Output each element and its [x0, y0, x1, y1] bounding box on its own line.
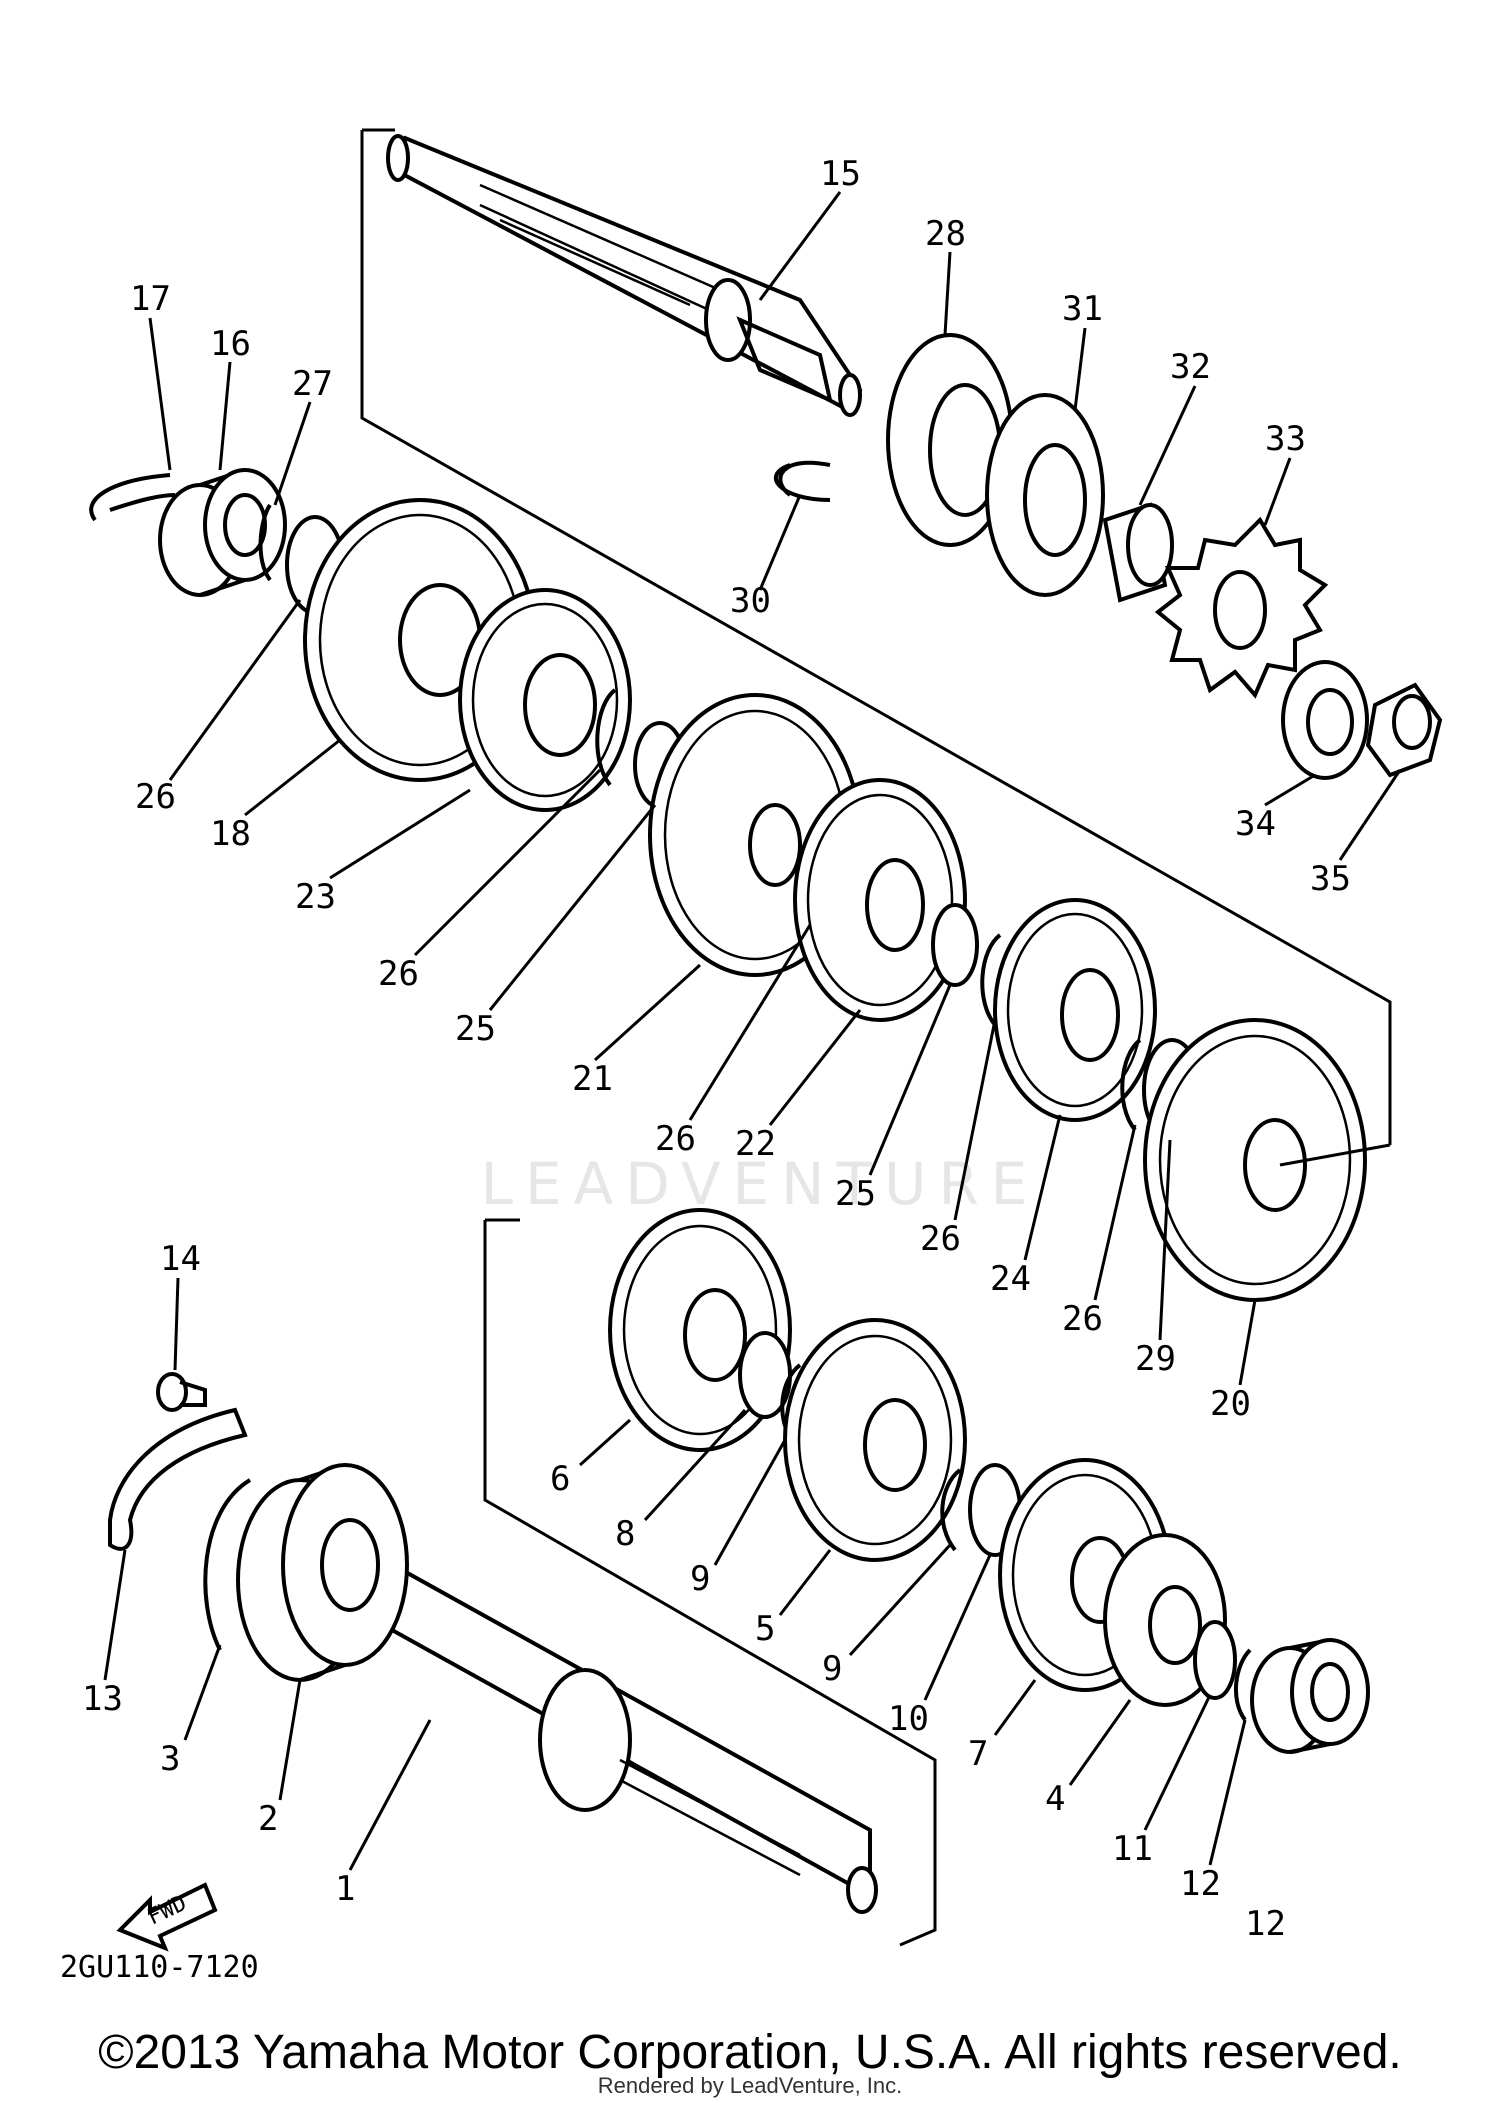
callout: 31	[1062, 289, 1103, 329]
washer-11	[1193, 1620, 1237, 1700]
circlip-18	[89, 473, 176, 522]
callout: 26	[378, 954, 419, 994]
callout: 21	[572, 1059, 613, 1099]
rendered-by-notice: Rendered by LeadVenture, Inc.	[597, 2073, 903, 2098]
callout: 7	[968, 1734, 988, 1774]
callout: 12	[1180, 1864, 1221, 1904]
leadventure-watermark: LEADVENTURE	[480, 1150, 1040, 1218]
nut-36	[1365, 682, 1443, 778]
callout: 24	[990, 1259, 1031, 1299]
callout: 5	[755, 1609, 775, 1649]
callout: 29	[1135, 1339, 1176, 1379]
bearing-30	[886, 333, 1014, 547]
callout: 25	[835, 1174, 876, 1214]
callout: 30	[730, 581, 771, 621]
callout: 2	[258, 1799, 278, 1839]
drive-sprocket-34	[1154, 516, 1329, 699]
gear-20	[1143, 1018, 1367, 1302]
callout: 12	[1245, 1904, 1286, 1944]
circlip-26a	[595, 688, 617, 787]
bearing-2	[236, 1463, 409, 1682]
diagram-code: 2GU110-7120	[60, 1950, 259, 1985]
callout: 6	[550, 1459, 570, 1499]
callouts: 15 28 31 32 33 30 17 16 27 26 18 23 26 2…	[82, 154, 1402, 1944]
callout: 35	[1310, 859, 1351, 899]
callout: 34	[1235, 804, 1276, 844]
callout: 9	[690, 1559, 710, 1599]
circlip-26c	[980, 933, 1002, 1027]
washer-25b	[931, 903, 979, 987]
bolt-15	[156, 1372, 207, 1412]
callout: 1	[335, 1869, 355, 1909]
callout: 26	[1062, 1299, 1103, 1339]
callout: 32	[1170, 347, 1211, 387]
gear-5	[783, 1318, 967, 1562]
circlip-31	[774, 460, 831, 502]
circlip-12	[1233, 1648, 1252, 1722]
bearing-17	[158, 468, 287, 597]
callout: 26	[135, 777, 176, 817]
lock-washer-35	[1281, 660, 1369, 780]
callout: 27	[292, 364, 333, 404]
callout: 26	[655, 1119, 696, 1159]
callout: 22	[735, 1124, 776, 1164]
gear-22	[793, 778, 967, 1022]
gear-23	[458, 588, 632, 812]
callout: 16	[210, 324, 251, 364]
oil-seal-33	[985, 393, 1105, 597]
callout: 33	[1265, 419, 1306, 459]
circlip-26d	[1120, 1038, 1142, 1132]
plate-14	[108, 1407, 248, 1551]
callout: 9	[822, 1649, 842, 1689]
main-axle	[352, 1552, 878, 1914]
circlip-3	[203, 1478, 252, 1651]
callout: 4	[1045, 1779, 1065, 1819]
callout: 11	[1112, 1829, 1153, 1869]
collar-32	[1102, 502, 1174, 603]
circlip-28	[258, 503, 272, 582]
callout: 13	[82, 1679, 123, 1719]
circlip-9b	[940, 1468, 962, 1552]
callout: 10	[888, 1699, 929, 1739]
callout: 3	[160, 1739, 180, 1779]
bearing-13	[1250, 1638, 1370, 1754]
callout: 14	[160, 1239, 201, 1279]
callout: 15	[820, 154, 861, 194]
copyright-notice: ©2013 Yamaha Motor Corporation, U.S.A. A…	[98, 2026, 1402, 2079]
callout: 18	[210, 814, 251, 854]
upper-frame	[360, 130, 1392, 1145]
callout: 26	[920, 1219, 961, 1259]
fwd-arrow-icon: FWD	[116, 1882, 218, 1952]
callout: 20	[1210, 1384, 1251, 1424]
callout: 25	[455, 1009, 496, 1049]
gear-24	[993, 898, 1157, 1122]
callout: 28	[925, 214, 966, 254]
callout: 8	[615, 1514, 635, 1554]
lower-frame	[483, 1220, 937, 1947]
callout: 17	[130, 279, 171, 319]
drive-axle	[386, 134, 863, 417]
callout: 23	[295, 877, 336, 917]
